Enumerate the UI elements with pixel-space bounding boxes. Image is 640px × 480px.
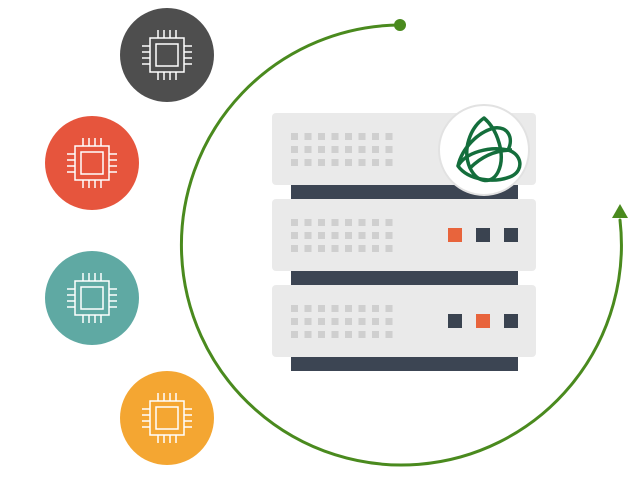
vent-grid (291, 133, 393, 166)
status-led (476, 314, 490, 328)
chip-background (120, 8, 214, 102)
chip-background (45, 251, 139, 345)
arrow-up-icon (612, 204, 628, 218)
arc-start-dot (394, 19, 406, 31)
server-unit (272, 285, 536, 371)
status-led (504, 314, 518, 328)
server-unit (272, 199, 536, 285)
vent-grid (291, 219, 393, 252)
chip-list (45, 8, 214, 465)
status-led (448, 314, 462, 328)
cpu-chip-icon (142, 393, 192, 443)
cpu-chip-icon (67, 273, 117, 323)
logo-badge (438, 104, 530, 196)
chip-background (120, 371, 214, 465)
server-panel (272, 285, 536, 357)
status-led (504, 228, 518, 242)
chip-circle (45, 251, 139, 345)
trinity-knot-logo (456, 116, 522, 183)
cpu-chip-icon (67, 138, 117, 188)
chip-circle (45, 116, 139, 210)
chip-background (45, 116, 139, 210)
server-panel (272, 199, 536, 271)
vent-grid (291, 305, 393, 338)
cycle-arc (179, 19, 628, 467)
status-led (448, 228, 462, 242)
status-led (476, 228, 490, 242)
cpu-chip-icon (142, 30, 192, 80)
chip-circle (120, 8, 214, 102)
chip-circle (120, 371, 214, 465)
